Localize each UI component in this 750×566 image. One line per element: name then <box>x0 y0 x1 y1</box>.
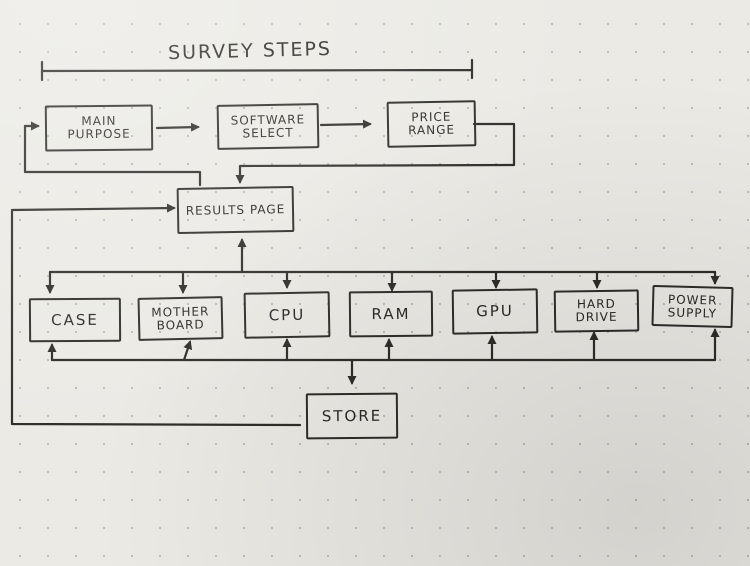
arrow-bottom-to-motherboard <box>182 340 193 362</box>
arrow-results-to-main <box>23 121 202 187</box>
arrow-main-to-software <box>155 122 200 132</box>
node-ram: RAM <box>348 290 434 338</box>
node-results-page: RESULTS PAGE <box>176 185 295 235</box>
arrow-software-to-price <box>319 119 372 129</box>
arrow-store-to-results <box>10 203 302 427</box>
node-software-select: SOFTWARE SELECT <box>216 103 320 150</box>
survey-steps-bracket <box>40 58 474 82</box>
node-gpu: GPU <box>451 288 539 335</box>
node-store: STORE <box>305 392 399 440</box>
node-power-supply: POWER SUPPLY <box>651 284 734 329</box>
node-price-range: PRICE RANGE <box>386 100 477 148</box>
node-hard-drive: HARD DRIVE <box>553 289 640 333</box>
node-cpu: CPU <box>243 291 331 339</box>
node-motherboard: MOTHER BOARD <box>137 296 224 341</box>
arrow-price-to-results <box>235 122 516 184</box>
node-case: CASE <box>28 297 122 343</box>
node-main-purpose: MAIN PURPOSE <box>44 104 154 152</box>
